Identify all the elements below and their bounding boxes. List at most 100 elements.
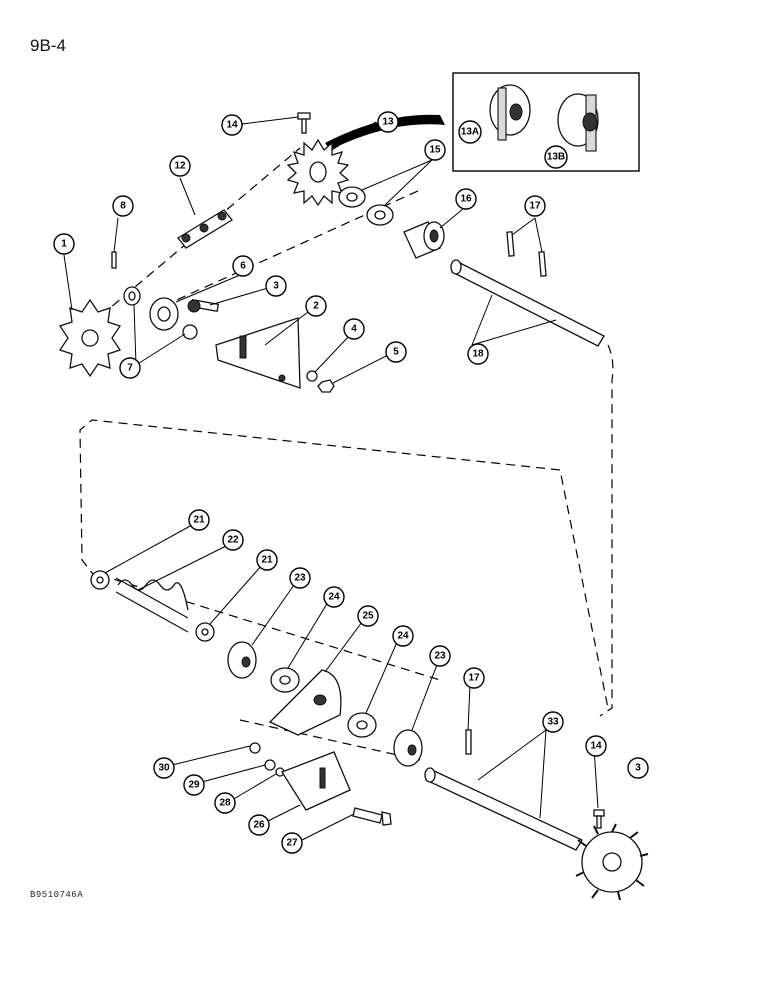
washer-24-drawing	[270, 667, 377, 738]
shaft-18-drawing	[450, 259, 605, 347]
svg-text:24: 24	[328, 592, 340, 603]
svg-text:4: 4	[351, 324, 357, 335]
pins-17-drawing	[506, 231, 547, 277]
svg-text:13B: 13B	[547, 152, 565, 163]
callout-13a: 13A	[458, 120, 482, 144]
figure-code: B9510746A	[30, 890, 84, 900]
shaft-33-drawing	[424, 767, 583, 851]
svg-text:21: 21	[193, 515, 205, 526]
callout-33: 33	[542, 711, 564, 733]
svg-text:16: 16	[460, 194, 472, 205]
svg-text:3: 3	[635, 763, 641, 774]
svg-text:18: 18	[472, 349, 484, 360]
callout-24-left: 24	[323, 586, 345, 608]
callout-27: 27	[281, 832, 303, 854]
svg-text:27: 27	[286, 838, 298, 849]
bolt-3-drawing	[187, 299, 220, 313]
svg-text:8: 8	[120, 201, 126, 212]
sprocket-variant-inset	[325, 72, 640, 172]
callout-4: 4	[343, 318, 365, 340]
callout-17-upper: 17	[524, 195, 546, 217]
svg-text:29: 29	[188, 780, 200, 791]
svg-text:30: 30	[158, 763, 170, 774]
svg-text:6: 6	[240, 261, 246, 272]
callout-29: 29	[183, 774, 205, 796]
callout-23-right: 23	[429, 645, 451, 667]
callout-18: 18	[467, 343, 489, 365]
arm-2-drawing	[215, 317, 301, 389]
callout-14-lower: 14	[585, 735, 607, 757]
svg-text:24: 24	[397, 631, 409, 642]
spring-22-drawing	[115, 577, 189, 633]
svg-text:12: 12	[174, 161, 186, 172]
chain-link-12-drawing	[177, 209, 233, 249]
callout-16: 16	[455, 188, 477, 210]
callout-7: 7	[119, 357, 141, 379]
washer-21-drawing	[90, 570, 215, 642]
svg-text:15: 15	[429, 145, 441, 156]
svg-text:25: 25	[362, 611, 374, 622]
svg-text:33: 33	[547, 717, 559, 728]
callout-30: 30	[153, 757, 175, 779]
svg-text:7: 7	[127, 363, 133, 374]
svg-text:22: 22	[227, 535, 239, 546]
washers-7-drawing	[123, 286, 198, 340]
callout-1: 1	[53, 233, 75, 255]
svg-text:14: 14	[590, 741, 602, 752]
bolt-27-drawing	[352, 807, 392, 826]
svg-text:23: 23	[434, 651, 446, 662]
callout-17-lower: 17	[463, 667, 485, 689]
svg-text:5: 5	[393, 347, 399, 358]
callout-22: 22	[222, 529, 244, 551]
callout-15: 15	[424, 139, 446, 161]
callout-8: 8	[112, 195, 134, 217]
callout-28: 28	[214, 792, 236, 814]
callout-21-right: 21	[256, 549, 278, 571]
svg-text:21: 21	[261, 555, 273, 566]
callout-13b: 13B	[544, 145, 568, 169]
pin-17-lower-drawing	[465, 729, 472, 755]
washers-29-30-drawing	[249, 742, 285, 777]
bolt-14-drawing	[297, 112, 311, 134]
svg-text:14: 14	[226, 120, 238, 131]
svg-text:17: 17	[529, 201, 541, 212]
callout-31-partial: 3	[627, 757, 649, 779]
callout-14-upper: 14	[221, 114, 243, 136]
bolt-14-lower-drawing	[593, 809, 605, 829]
svg-text:28: 28	[219, 798, 231, 809]
sprocket-13b-drawing	[557, 93, 599, 152]
svg-text:17: 17	[468, 673, 480, 684]
svg-text:13: 13	[382, 117, 394, 128]
svg-text:13A: 13A	[461, 127, 479, 138]
fork-26-drawing	[281, 751, 351, 811]
sprocket-1-drawing	[58, 298, 122, 378]
sprocket-13-drawing	[286, 138, 350, 207]
page-number: 9B-4	[30, 36, 66, 55]
callout-2: 2	[305, 295, 327, 317]
svg-text:23: 23	[294, 573, 306, 584]
pin-8-drawing	[111, 251, 117, 269]
svg-text:1: 1	[61, 239, 67, 250]
washers-15-drawing	[338, 186, 394, 226]
callout-13: 13	[377, 111, 399, 133]
bushing-16-drawing	[403, 221, 445, 259]
callout-6: 6	[232, 255, 254, 277]
sprocket-31-drawing	[575, 823, 649, 901]
svg-text:26: 26	[253, 820, 265, 831]
svg-text:3: 3	[273, 281, 279, 292]
callout-23-left: 23	[289, 567, 311, 589]
callout-21-left: 21	[188, 509, 210, 531]
spacer-6-drawing	[149, 297, 179, 331]
callout-5: 5	[385, 341, 407, 363]
callout-24-right: 24	[392, 625, 414, 647]
callout-12: 12	[169, 155, 191, 177]
leader-lines	[63, 116, 599, 841]
callout-3: 3	[265, 275, 287, 297]
plate-25-drawing	[268, 669, 342, 736]
washer-4-nut-5-drawing	[306, 370, 335, 393]
sprocket-13a-drawing	[489, 84, 531, 141]
callout-26: 26	[248, 814, 270, 836]
callout-25: 25	[357, 605, 379, 627]
svg-text:2: 2	[313, 301, 319, 312]
